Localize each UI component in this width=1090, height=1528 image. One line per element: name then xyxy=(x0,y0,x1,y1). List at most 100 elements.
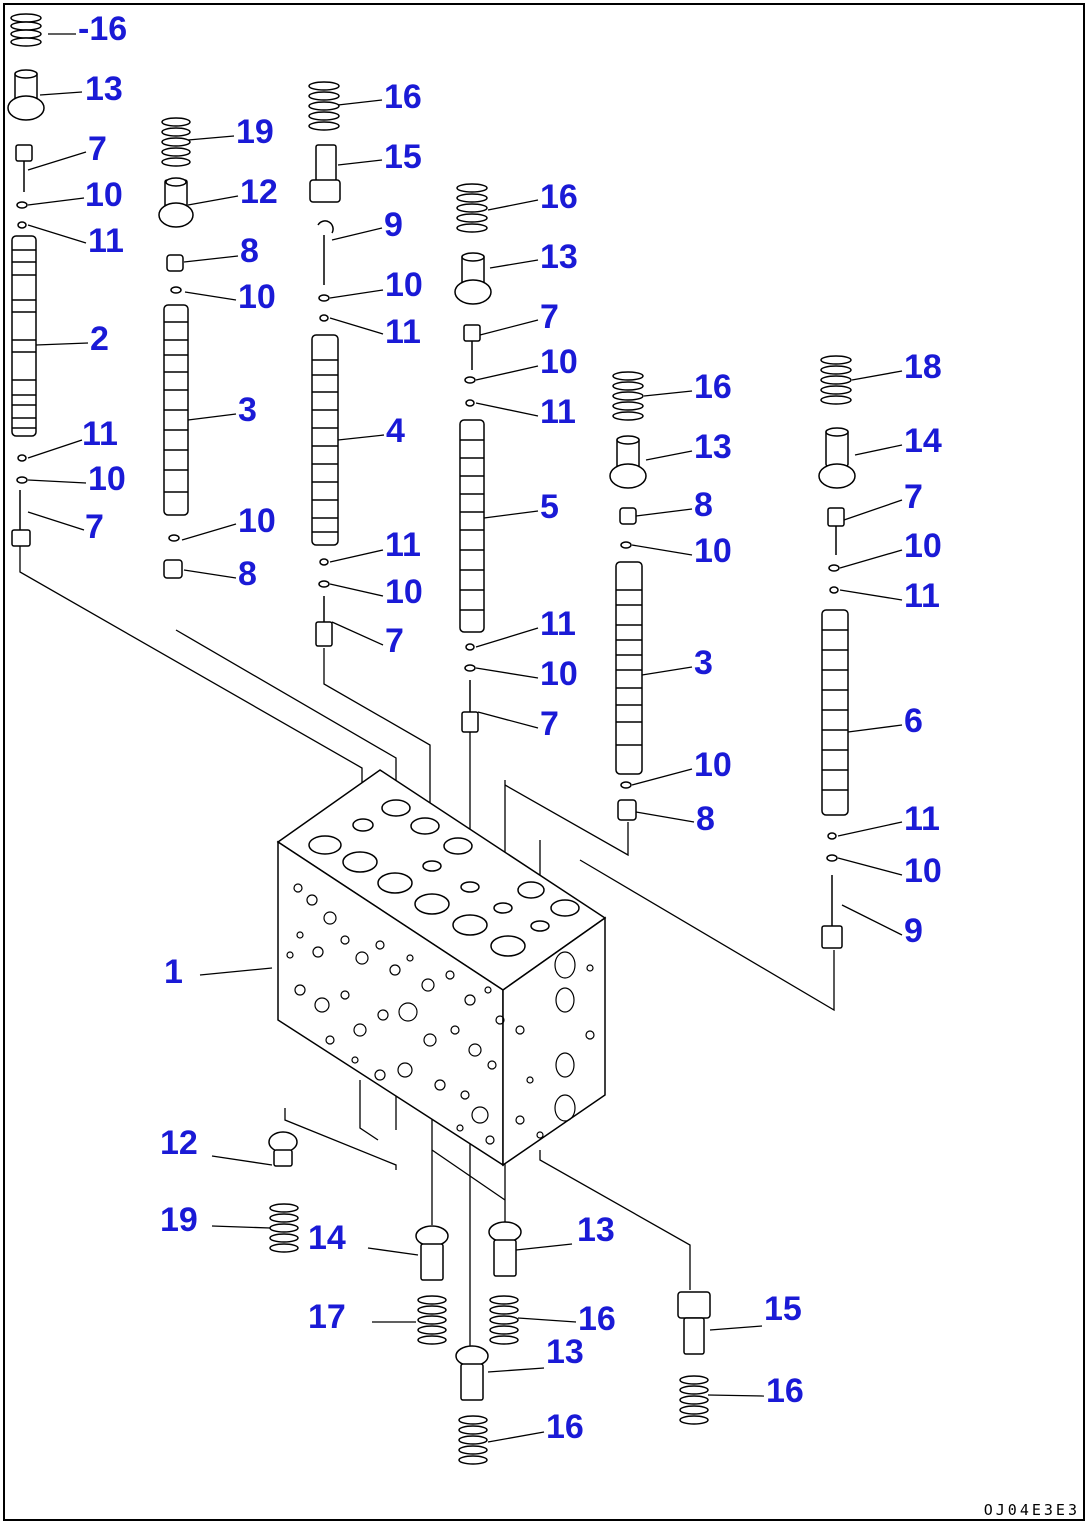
leader-c51 xyxy=(199,967,273,976)
leader-c21 xyxy=(329,317,384,335)
leader-c45 xyxy=(839,549,903,569)
leader-c41 xyxy=(635,811,695,823)
leader-c20 xyxy=(329,289,384,299)
leader-c55 xyxy=(515,1243,573,1251)
callout-c50: 9 xyxy=(904,912,923,950)
callout-c18: 15 xyxy=(384,138,422,176)
leader-c59 xyxy=(487,1367,545,1373)
ring-10-col-b xyxy=(170,286,182,294)
ring-11-col-d xyxy=(465,399,475,407)
leader-c39 xyxy=(641,666,693,676)
spring-16-lower-a xyxy=(489,1295,519,1345)
leader-c42 xyxy=(851,370,903,381)
spring-16-col-a xyxy=(10,13,42,47)
callout-labels: -161371011211107191281031081615910114111… xyxy=(27,10,942,1446)
leader-c50 xyxy=(841,904,903,936)
callout-c36: 13 xyxy=(694,428,732,466)
callout-c02: 13 xyxy=(85,70,123,108)
ring-10-col-a xyxy=(16,201,28,209)
assembly-line-9 xyxy=(284,1108,397,1170)
leader-c46 xyxy=(839,589,903,601)
plug-7-col-a-top xyxy=(15,144,33,162)
ring-11-col-c-b xyxy=(319,558,329,566)
spring-16-col-c xyxy=(308,81,340,131)
callout-c14: 3 xyxy=(238,391,257,429)
spring-18-col-f xyxy=(820,355,852,405)
leader-c33 xyxy=(475,667,539,679)
callout-c24: 10 xyxy=(385,573,423,611)
spool-4 xyxy=(311,334,339,546)
spring-19-lower xyxy=(269,1203,299,1253)
ring-11-col-c xyxy=(319,314,329,322)
drawing-code: OJ04E3E3 xyxy=(984,1501,1080,1519)
ring-10-col-a-b xyxy=(16,476,28,484)
spring-16-lower-b xyxy=(458,1415,488,1465)
leader-c37 xyxy=(635,508,693,517)
leader-c53 xyxy=(211,1225,271,1229)
spool-3-col-e xyxy=(615,561,643,775)
callout-c40: 10 xyxy=(694,746,732,784)
spring-16-col-d xyxy=(456,183,488,233)
leader-c60 xyxy=(487,1431,545,1443)
plug-7-col-a xyxy=(11,529,31,547)
callout-c32: 11 xyxy=(540,605,576,643)
callout-c34: 7 xyxy=(540,705,559,743)
callout-c27: 13 xyxy=(540,238,578,276)
callout-c49: 10 xyxy=(904,852,942,890)
plug-8-col-b-top xyxy=(166,254,184,272)
retainer-12-lower xyxy=(268,1131,298,1167)
callout-c52: 12 xyxy=(160,1124,198,1162)
leader-c04 xyxy=(27,197,85,206)
valve-body-side-holes xyxy=(515,951,595,1139)
callout-c56: 15 xyxy=(764,1290,802,1328)
ring-10-col-d-b xyxy=(464,664,476,672)
leader-c10 xyxy=(187,135,235,141)
leader-c30 xyxy=(475,402,539,417)
retainer-12-col-b xyxy=(158,177,194,228)
retainer-14-col-f xyxy=(818,427,856,489)
retainer-13-lower-a xyxy=(488,1221,522,1277)
assembly-line-6 xyxy=(504,784,629,857)
callout-c31: 5 xyxy=(540,488,559,526)
leader-c23 xyxy=(329,549,384,563)
spring-16-lower-c xyxy=(679,1375,709,1425)
callout-c54: 14 xyxy=(308,1219,346,1257)
plug-9-col-f xyxy=(821,925,843,949)
ring-10-col-f xyxy=(828,564,840,572)
leader-c47 xyxy=(847,724,903,733)
callout-c59: 13 xyxy=(546,1333,584,1371)
callout-c39: 3 xyxy=(694,644,713,682)
leader-c29 xyxy=(475,365,539,381)
plug-8-col-e-top xyxy=(619,507,637,525)
callout-c19: 9 xyxy=(384,206,403,244)
plug-15-lower xyxy=(677,1291,711,1355)
ring-10-col-c-b xyxy=(318,580,330,588)
assembly-line-8 xyxy=(579,859,835,1012)
leader-c58 xyxy=(517,1317,577,1323)
clip-9-col-c xyxy=(317,220,334,234)
callout-c09: 7 xyxy=(85,508,104,546)
ring-10-col-f-b xyxy=(826,854,838,862)
leader-c61 xyxy=(707,1394,765,1397)
ring-10-col-c xyxy=(318,294,330,302)
leader-c13 xyxy=(184,291,237,301)
callout-c20: 10 xyxy=(385,266,423,304)
leader-c43 xyxy=(854,444,903,456)
spring-17-lower xyxy=(417,1295,447,1345)
leader-c44 xyxy=(843,499,903,521)
leader-c16 xyxy=(183,569,237,579)
leader-c40 xyxy=(631,768,693,786)
callout-c21: 11 xyxy=(385,313,421,351)
callout-c29: 10 xyxy=(540,343,578,381)
callout-c44: 7 xyxy=(904,478,923,516)
valve-body xyxy=(276,769,607,1167)
ring-11-col-a-b xyxy=(17,454,27,462)
callout-c33: 10 xyxy=(540,655,578,693)
leader-c28 xyxy=(479,319,539,336)
callout-c55: 13 xyxy=(577,1211,615,1249)
spool-3-col-b xyxy=(163,304,189,516)
callout-c04: 10 xyxy=(85,176,123,214)
upper-parts xyxy=(7,13,856,949)
callout-c23: 11 xyxy=(385,526,421,564)
plug-7-col-f-top xyxy=(827,507,845,527)
